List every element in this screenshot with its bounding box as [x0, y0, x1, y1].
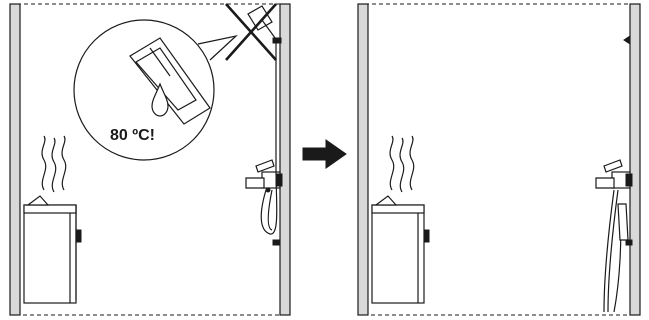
wall-left-left — [9, 3, 21, 316]
panel-incorrect: 80 ºC! — [9, 3, 291, 316]
temperature-warning-label: 80 ºC! — [110, 127, 155, 144]
wall-right-right — [629, 3, 641, 316]
cross-icon — [225, 3, 277, 61]
panel-correct — [357, 3, 641, 316]
hook-high-right — [623, 35, 631, 45]
hook-low-left — [272, 239, 281, 246]
sauna-heater-right — [371, 195, 430, 304]
arrow-right-icon — [302, 139, 347, 169]
water-drop-icon — [151, 82, 169, 117]
wall-right-left — [279, 3, 291, 316]
steam-icon — [389, 135, 415, 193]
wall-left-right — [357, 3, 369, 316]
shower-mixer-left — [245, 159, 283, 193]
steam-icon — [41, 135, 67, 193]
sauna-heater-left — [23, 195, 82, 304]
hot-warning-callout: 80 ºC! — [73, 19, 239, 161]
shower-mixer-right — [595, 159, 633, 189]
shower-head-right — [617, 203, 633, 246]
shower-head-left — [247, 5, 279, 43]
shower-hose-left — [260, 40, 278, 235]
